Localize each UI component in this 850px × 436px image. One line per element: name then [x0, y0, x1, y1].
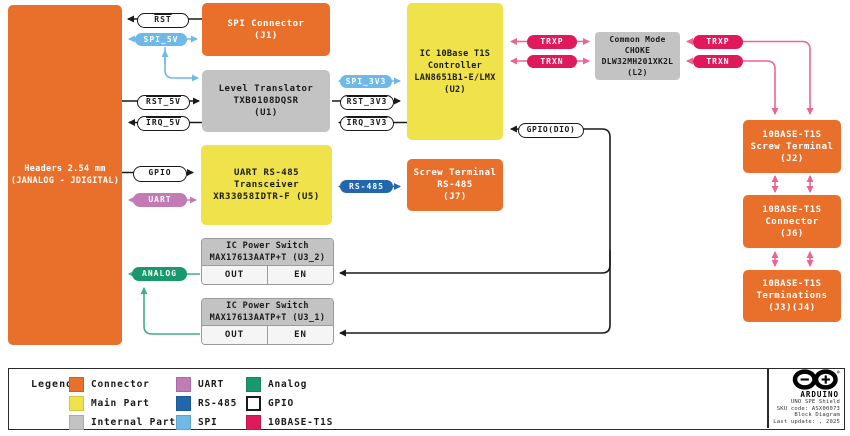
u3_1-out-cell: OUT — [202, 326, 267, 344]
rs485-swatch — [176, 396, 191, 411]
legend-item-connector: Connector — [69, 377, 150, 392]
legend-item-uart: UART — [176, 377, 224, 392]
block-spi-connector-j1: SPI Connector (J1) — [202, 3, 330, 56]
block-level-translator-u1: Level Translator TXB0108DQSR (U1) — [202, 70, 330, 132]
legend-item-main-part: Main Part — [69, 396, 150, 411]
uart-swatch — [176, 377, 191, 392]
legend-item-gpio: GPIO — [246, 396, 294, 411]
signal-pill-rst-5v: RST_5V — [137, 94, 190, 110]
signal-pill-spi-3v3: SPI_3V3 — [340, 74, 392, 88]
t1s-swatch — [246, 415, 261, 430]
block-t1s-terminations-j3-j4: 10BASE-T1S Terminations (J3)(J4) — [743, 270, 841, 322]
connector-swatch — [69, 377, 84, 392]
block-screw-terminal-j7: Screw Terminal RS-485 (J7) — [407, 159, 503, 211]
block-t1s-screw-terminal-j2: 10BASE-T1S Screw Terminal (J2) — [743, 120, 841, 173]
footer-doc-type: Block Diagram — [794, 412, 840, 418]
signal-pill-irq-3v3: IRQ_3V3 — [340, 116, 394, 131]
legend-item-rs485: RS-485 — [176, 396, 237, 411]
internal-part-swatch — [69, 415, 84, 430]
svg-text:®: ® — [837, 370, 840, 376]
signal-pill-irq-5v: IRQ_5V — [137, 116, 190, 131]
block-power-switch-u3_2: IC Power Switch MAX17613AATP+T (U3_2) OU… — [201, 238, 334, 285]
signal-pill-rst-3v3: RST_3V3 — [340, 94, 394, 110]
signal-pill-trxn-right: TRXN — [693, 54, 743, 68]
u3_2-out-cell: OUT — [202, 266, 267, 284]
block-power-switch-u3_1: IC Power Switch MAX17613AATP+T (U3_1) OU… — [201, 298, 334, 345]
block-t1s-connector-j6: 10BASE-T1S Connector (J6) — [743, 195, 841, 248]
block-common-mode-choke-l2: Common Mode CHOKE DLW32MH201XK2L (L2) — [595, 32, 680, 80]
legend-item-analog: Analog — [246, 377, 307, 392]
footer-product-name: UNO SPE Shield — [790, 399, 840, 405]
legend-box: Legend: Connector Main Part Internal Par… — [8, 368, 845, 430]
block-headers: Headers 2.54 mm (JANALOG - JDIGITAL) — [8, 5, 122, 345]
signal-pill-trxp-left: TRXP — [527, 35, 577, 49]
signal-pill-rst: RST — [137, 12, 189, 28]
gpio-swatch — [246, 396, 261, 411]
signal-pill-gpio-dio: GPIO(DIO) — [518, 122, 584, 138]
arduino-info: ® ARDUINO UNO SPE Shield SKU code: ASX00… — [772, 369, 840, 427]
arduino-wordmark: ARDUINO — [800, 390, 839, 399]
signal-pill-trxp-right: TRXP — [693, 35, 743, 49]
spi-swatch — [176, 415, 191, 430]
analog-swatch — [246, 377, 261, 392]
main-part-swatch — [69, 396, 84, 411]
signal-pill-analog: ANALOG — [132, 267, 187, 281]
legend-item-internal-part: Internal Part — [69, 415, 176, 430]
signal-pill-spi-5v: SPI_5V — [135, 32, 187, 46]
signal-pill-gpio: GPIO — [133, 166, 187, 182]
arduino-logo-icon: ® — [792, 369, 840, 390]
u3_1-en-cell: EN — [267, 326, 333, 344]
legend-footer-divider — [767, 368, 769, 428]
footer-sku-code: SKU code: ASX00073 — [776, 405, 840, 412]
legend-title: Legend: — [31, 379, 81, 390]
block-t1s-controller-u2: IC 10Base T1S Controller LAN8651B1-E/LMX… — [407, 3, 503, 140]
footer-last-update: Last update: , 2025 — [773, 418, 840, 425]
block-uart-transceiver-u5: UART RS-485 Transceiver XR33058IDTR-F (U… — [201, 145, 332, 225]
signal-pill-trxn-left: TRXN — [527, 54, 577, 68]
signal-pill-rs485: RS-485 — [340, 179, 393, 193]
legend-item-spi: SPI — [176, 415, 218, 430]
u3_2-en-cell: EN — [267, 266, 333, 284]
signal-pill-uart: UART — [133, 193, 187, 207]
legend-item-10base-t1s: 10BASE-T1S — [246, 415, 333, 430]
